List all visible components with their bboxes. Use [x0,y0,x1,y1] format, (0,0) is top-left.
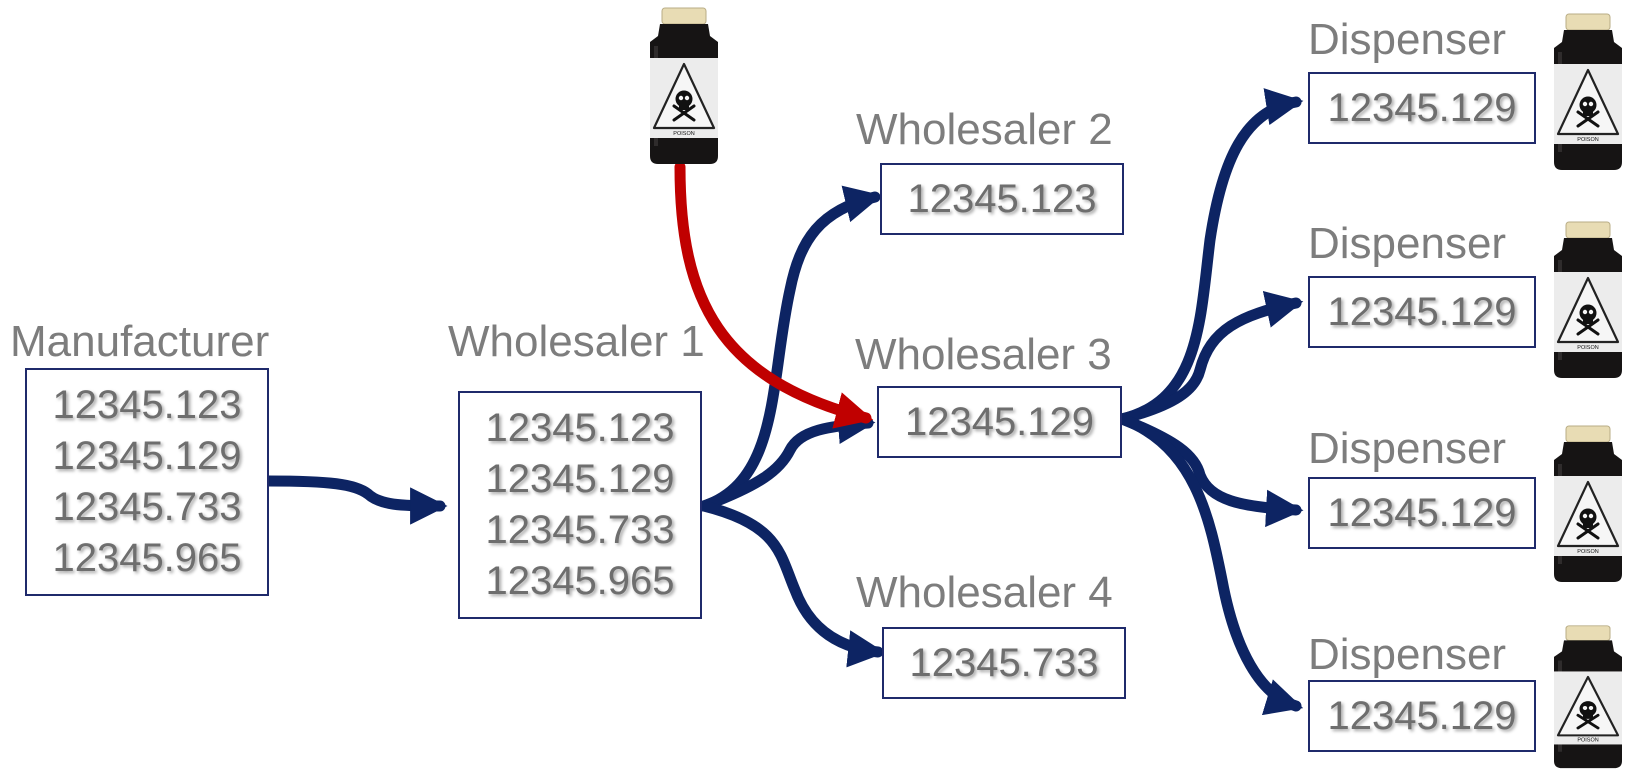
dispenser-serial: 12345.129 [1327,490,1517,535]
skull-crossbones-icon [672,90,696,122]
poison-label-text: POISON [1577,137,1598,143]
skull-crossbones-icon [1576,96,1600,128]
manufacturer-serial: 12345.123 [52,383,242,427]
skull-crossbones-icon [1576,701,1600,730]
arrow-counterfeit-to-wholesaler3 [674,161,874,429]
manufacturer-label: Manufacturer [10,317,270,366]
dispenser-label: Dispenser [1308,424,1507,473]
poison-bottle-icon: POISON [1548,12,1628,172]
dispenser-label: Dispenser [1308,219,1507,268]
manufacturer-serial: 12345.965 [52,536,242,580]
poison-label-text: POISON [673,131,694,137]
poison-bottle-icon: POISON [1548,220,1628,380]
dispenser-box: 12345.129 [1308,72,1536,144]
arrow-wholesaler1-to-wholesaler3 [698,406,876,512]
arrow-wholesaler3-to-dispenser4 [1116,413,1304,716]
poison-label-text: POISON [1577,738,1599,744]
wholesaler4-serial: 12345.733 [909,640,1099,685]
wholesaler2-box: 12345.123 [880,163,1124,235]
poison-bottle-graphic: POISON [1554,625,1622,769]
arrow-manufacturer-to-wholesaler1 [262,475,448,525]
skull-crossbones-icon [1576,304,1600,336]
poison-bottle-icon: POISON [1548,624,1628,770]
dispenser-box: 12345.129 [1308,477,1536,549]
wholesaler2-serial: 12345.123 [907,176,1097,221]
wholesaler2-label: Wholesaler 2 [856,105,1113,154]
manufacturer-box: 12345.123 12345.129 12345.733 12345.965 [25,368,269,596]
skull-crossbones-icon [1576,508,1600,540]
poison-bottle-graphic: POISON [1554,221,1622,378]
wholesaler1-label: Wholesaler 1 [448,317,705,366]
dispenser-label: Dispenser [1308,15,1507,64]
wholesaler1-serial: 12345.733 [485,508,675,552]
poison-bottle-icon: POISON [644,6,724,166]
dispenser-box: 12345.129 [1308,680,1536,752]
poison-bottle-graphic: POISON [1554,425,1622,582]
wholesaler1-serial: 12345.123 [485,406,675,450]
arrow-wholesaler3-to-dispenser1 [1116,88,1304,425]
wholesaler3-box: 12345.129 [877,386,1122,458]
arrow-wholesaler1-to-wholesaler4 [698,500,886,668]
dispenser-serial: 12345.129 [1327,85,1517,130]
wholesaler4-label: Wholesaler 4 [856,568,1113,617]
poison-bottle-graphic: POISON [1554,13,1622,170]
wholesaler4-box: 12345.733 [882,627,1126,699]
wholesaler1-box: 12345.123 12345.129 12345.733 12345.965 [458,391,702,619]
poison-label-text: POISON [1577,345,1598,351]
dispenser-serial: 12345.129 [1327,693,1517,738]
dispenser-serial: 12345.129 [1327,289,1517,334]
wholesaler1-serial: 12345.129 [485,457,675,501]
dispenser-label: Dispenser [1308,630,1507,679]
poison-bottle-graphic: POISON [650,7,718,164]
dispenser-box: 12345.129 [1308,276,1536,348]
arrow-wholesaler3-to-dispenser2 [1116,290,1304,425]
poison-bottle-icon: POISON [1548,424,1628,584]
arrow-wholesaler1-to-wholesaler2 [698,185,883,512]
wholesaler3-label: Wholesaler 3 [855,330,1112,379]
wholesaler3-serial: 12345.129 [904,399,1095,444]
wholesaler1-serial: 12345.965 [485,559,675,603]
manufacturer-serial: 12345.733 [52,485,242,529]
manufacturer-serial: 12345.129 [52,434,242,478]
poison-label-text: POISON [1577,549,1598,555]
